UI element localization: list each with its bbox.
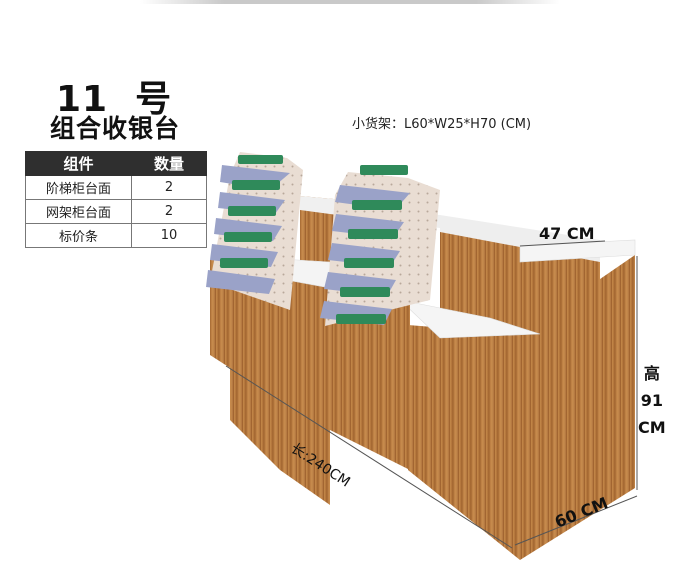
- table-row: 标价条 10: [25, 223, 207, 248]
- tiered-shelf-left: [206, 152, 303, 310]
- height-value: 91: [640, 391, 663, 410]
- top-divider: [140, 0, 560, 4]
- table-row: 阶梯柜台面 2: [25, 175, 207, 200]
- height-label: 高: [643, 364, 660, 383]
- tiered-shelf-right: [320, 172, 440, 326]
- front-counter: [330, 239, 636, 560]
- part-name: 阶梯柜台面: [25, 175, 132, 200]
- product-name: 组合收银台: [50, 114, 181, 143]
- parts-table-header: 组件 数量: [25, 151, 207, 176]
- part-qty: 10: [131, 223, 207, 248]
- height-dimension: 高 91 CM: [638, 360, 666, 441]
- header-quantity: 数量: [131, 151, 207, 176]
- part-name: 标价条: [25, 223, 132, 248]
- part-qty: 2: [131, 175, 207, 200]
- table-row: 网架柜台面 2: [25, 199, 207, 224]
- dimension-lines: [225, 240, 638, 549]
- model-number: 11 号: [56, 79, 173, 120]
- shelf-size-note: 小货架：L60*W25*H70 (CM): [352, 117, 532, 132]
- parts-table: 组件 数量 阶梯柜台面 2 网架柜台面 2 标价条 10: [25, 151, 207, 248]
- product-bottles: [220, 155, 408, 324]
- height-unit: CM: [638, 418, 666, 437]
- mid-counter: [230, 257, 331, 505]
- header-component: 组件: [25, 151, 132, 176]
- top-depth-dimension: 47 CM: [539, 224, 595, 243]
- part-name: 网架柜台面: [25, 199, 132, 224]
